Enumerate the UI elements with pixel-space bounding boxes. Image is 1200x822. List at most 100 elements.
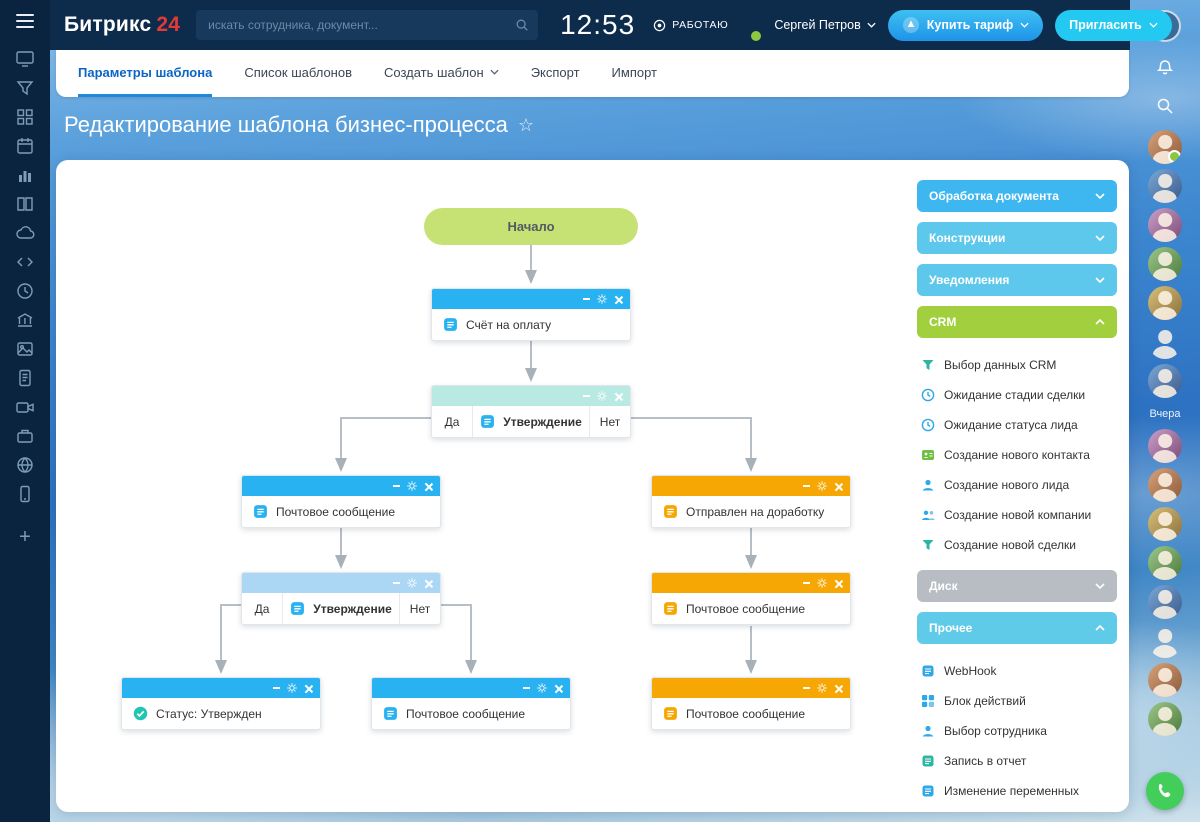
minimize-icon[interactable] [393, 582, 400, 584]
gear-icon[interactable] [817, 481, 827, 491]
palette-item[interactable]: Запись в отчет [917, 746, 1117, 776]
cloud-storage-icon[interactable] [15, 223, 35, 243]
flow-node-rework[interactable]: Отправлен на доработку [651, 475, 851, 528]
reports-chart-icon[interactable] [15, 165, 35, 185]
flow-node-mail-orange-bottom[interactable]: Почтовое сообщение [651, 677, 851, 730]
search-icon[interactable] [515, 18, 529, 32]
gear-icon[interactable] [407, 481, 417, 491]
gear-icon[interactable] [597, 391, 607, 401]
close-icon[interactable] [834, 579, 843, 588]
avatar[interactable] [1148, 702, 1182, 736]
minimize-icon[interactable] [583, 298, 590, 300]
palette-category-disk[interactable]: Диск [917, 570, 1117, 602]
avatar[interactable] [1148, 247, 1182, 281]
avatar[interactable] [1148, 585, 1182, 619]
avatar[interactable] [1148, 169, 1182, 203]
knowledge-base-icon[interactable] [15, 194, 35, 214]
palette-item[interactable]: Создание новой сделки [917, 530, 1117, 560]
palette-item[interactable]: Создание новой компании [917, 500, 1117, 530]
palette-item[interactable]: WebHook [917, 656, 1117, 686]
close-icon[interactable] [424, 579, 433, 588]
palette-item[interactable]: Выбор сотрудника [917, 716, 1117, 746]
flow-node-approval-2[interactable]: Да Утверждение Нет [241, 572, 441, 625]
search-input[interactable] [196, 10, 539, 40]
minimize-icon[interactable] [803, 687, 810, 689]
minimize-icon[interactable] [273, 687, 280, 689]
company-bank-icon[interactable] [15, 310, 35, 330]
palette-item[interactable]: Изменение переменных [917, 776, 1117, 806]
tab-export[interactable]: Экспорт [531, 50, 580, 97]
palette-item[interactable]: Ожидание статуса лида [917, 410, 1117, 440]
tab-template-params[interactable]: Параметры шаблона [78, 50, 213, 97]
branch-no[interactable]: Нет [589, 406, 630, 437]
close-icon[interactable] [834, 482, 843, 491]
minimize-icon[interactable] [803, 582, 810, 584]
menu-icon[interactable] [16, 14, 34, 28]
palette-item[interactable] [917, 806, 1117, 812]
live-feed-icon[interactable] [15, 49, 35, 69]
user-menu[interactable]: Сергей Петров [774, 18, 876, 32]
gear-icon[interactable] [537, 683, 547, 693]
globe-sites-icon[interactable] [15, 455, 35, 475]
close-icon[interactable] [554, 684, 563, 693]
flow-node-invoice[interactable]: Счёт на оплату [431, 288, 631, 341]
invite-button[interactable]: Пригласить [1055, 9, 1172, 41]
flow-node-mail-orange-mid[interactable]: Почтовое сообщение [651, 572, 851, 625]
branch-yes[interactable]: Да [432, 406, 473, 437]
calendar-icon[interactable] [15, 136, 35, 156]
palette-category-constructions[interactable]: Конструкции [917, 222, 1117, 254]
avatar[interactable] [1148, 663, 1182, 697]
minimize-icon[interactable] [523, 687, 530, 689]
crm-funnel-icon[interactable] [15, 78, 35, 98]
branch-yes[interactable]: Да [242, 593, 283, 624]
developer-code-icon[interactable] [15, 252, 35, 272]
gear-icon[interactable] [817, 578, 827, 588]
palette-item[interactable]: Блок действий [917, 686, 1117, 716]
video-calls-icon[interactable] [15, 397, 35, 417]
avatar[interactable] [1148, 325, 1182, 359]
palette-category-other[interactable]: Прочее [917, 612, 1117, 644]
flow-node-status-approved[interactable]: Статус: Утвержден [121, 677, 321, 730]
tab-import[interactable]: Импорт [612, 50, 657, 97]
minimize-icon[interactable] [393, 485, 400, 487]
buy-tariff-button[interactable]: Купить тариф [887, 9, 1044, 41]
palette-item[interactable]: Создание нового контакта [917, 440, 1117, 470]
close-icon[interactable] [424, 482, 433, 491]
gear-icon[interactable] [287, 683, 297, 693]
close-icon[interactable] [614, 295, 623, 304]
gear-icon[interactable] [817, 683, 827, 693]
palette-item[interactable]: Ожидание стадии сделки [917, 380, 1117, 410]
close-icon[interactable] [614, 392, 623, 401]
user-avatar[interactable] [728, 8, 764, 43]
palette-item[interactable]: Выбор данных CRM [917, 350, 1117, 380]
tab-create-template[interactable]: Создать шаблон [384, 50, 499, 97]
avatar[interactable] [1148, 468, 1182, 502]
photo-gallery-icon[interactable] [15, 339, 35, 359]
work-status-toggle[interactable]: РАБОТАЮ [653, 19, 728, 32]
avatar[interactable] [1148, 429, 1182, 463]
minimize-icon[interactable] [583, 395, 590, 397]
tab-template-list[interactable]: Список шаблонов [244, 50, 352, 97]
avatar[interactable] [1148, 286, 1182, 320]
mobile-app-icon[interactable] [15, 484, 35, 504]
flow-node-approval-1[interactable]: Да Утверждение Нет [431, 385, 631, 438]
close-icon[interactable] [834, 684, 843, 693]
avatar[interactable] [1148, 624, 1182, 658]
flow-node-mail-left[interactable]: Почтовое сообщение [241, 475, 441, 528]
branch-no[interactable]: Нет [399, 593, 440, 624]
avatar[interactable] [1148, 507, 1182, 541]
gear-icon[interactable] [597, 294, 607, 304]
apps-grid-icon[interactable] [15, 107, 35, 127]
flow-node-mail-bottom[interactable]: Почтовое сообщение [371, 677, 571, 730]
documents-icon[interactable] [15, 368, 35, 388]
palette-category-notifications[interactable]: Уведомления [917, 264, 1117, 296]
palette-category-crm[interactable]: CRM [917, 306, 1117, 338]
palette-item[interactable]: Создание нового лида [917, 470, 1117, 500]
gear-icon[interactable] [407, 578, 417, 588]
favorite-star-icon[interactable]: ☆ [517, 114, 535, 135]
add-plus-icon[interactable]: + [19, 526, 31, 548]
notifications-bell-icon[interactable] [1155, 58, 1175, 78]
phone-call-button[interactable] [1146, 772, 1184, 810]
briefcase-icon[interactable] [15, 426, 35, 446]
